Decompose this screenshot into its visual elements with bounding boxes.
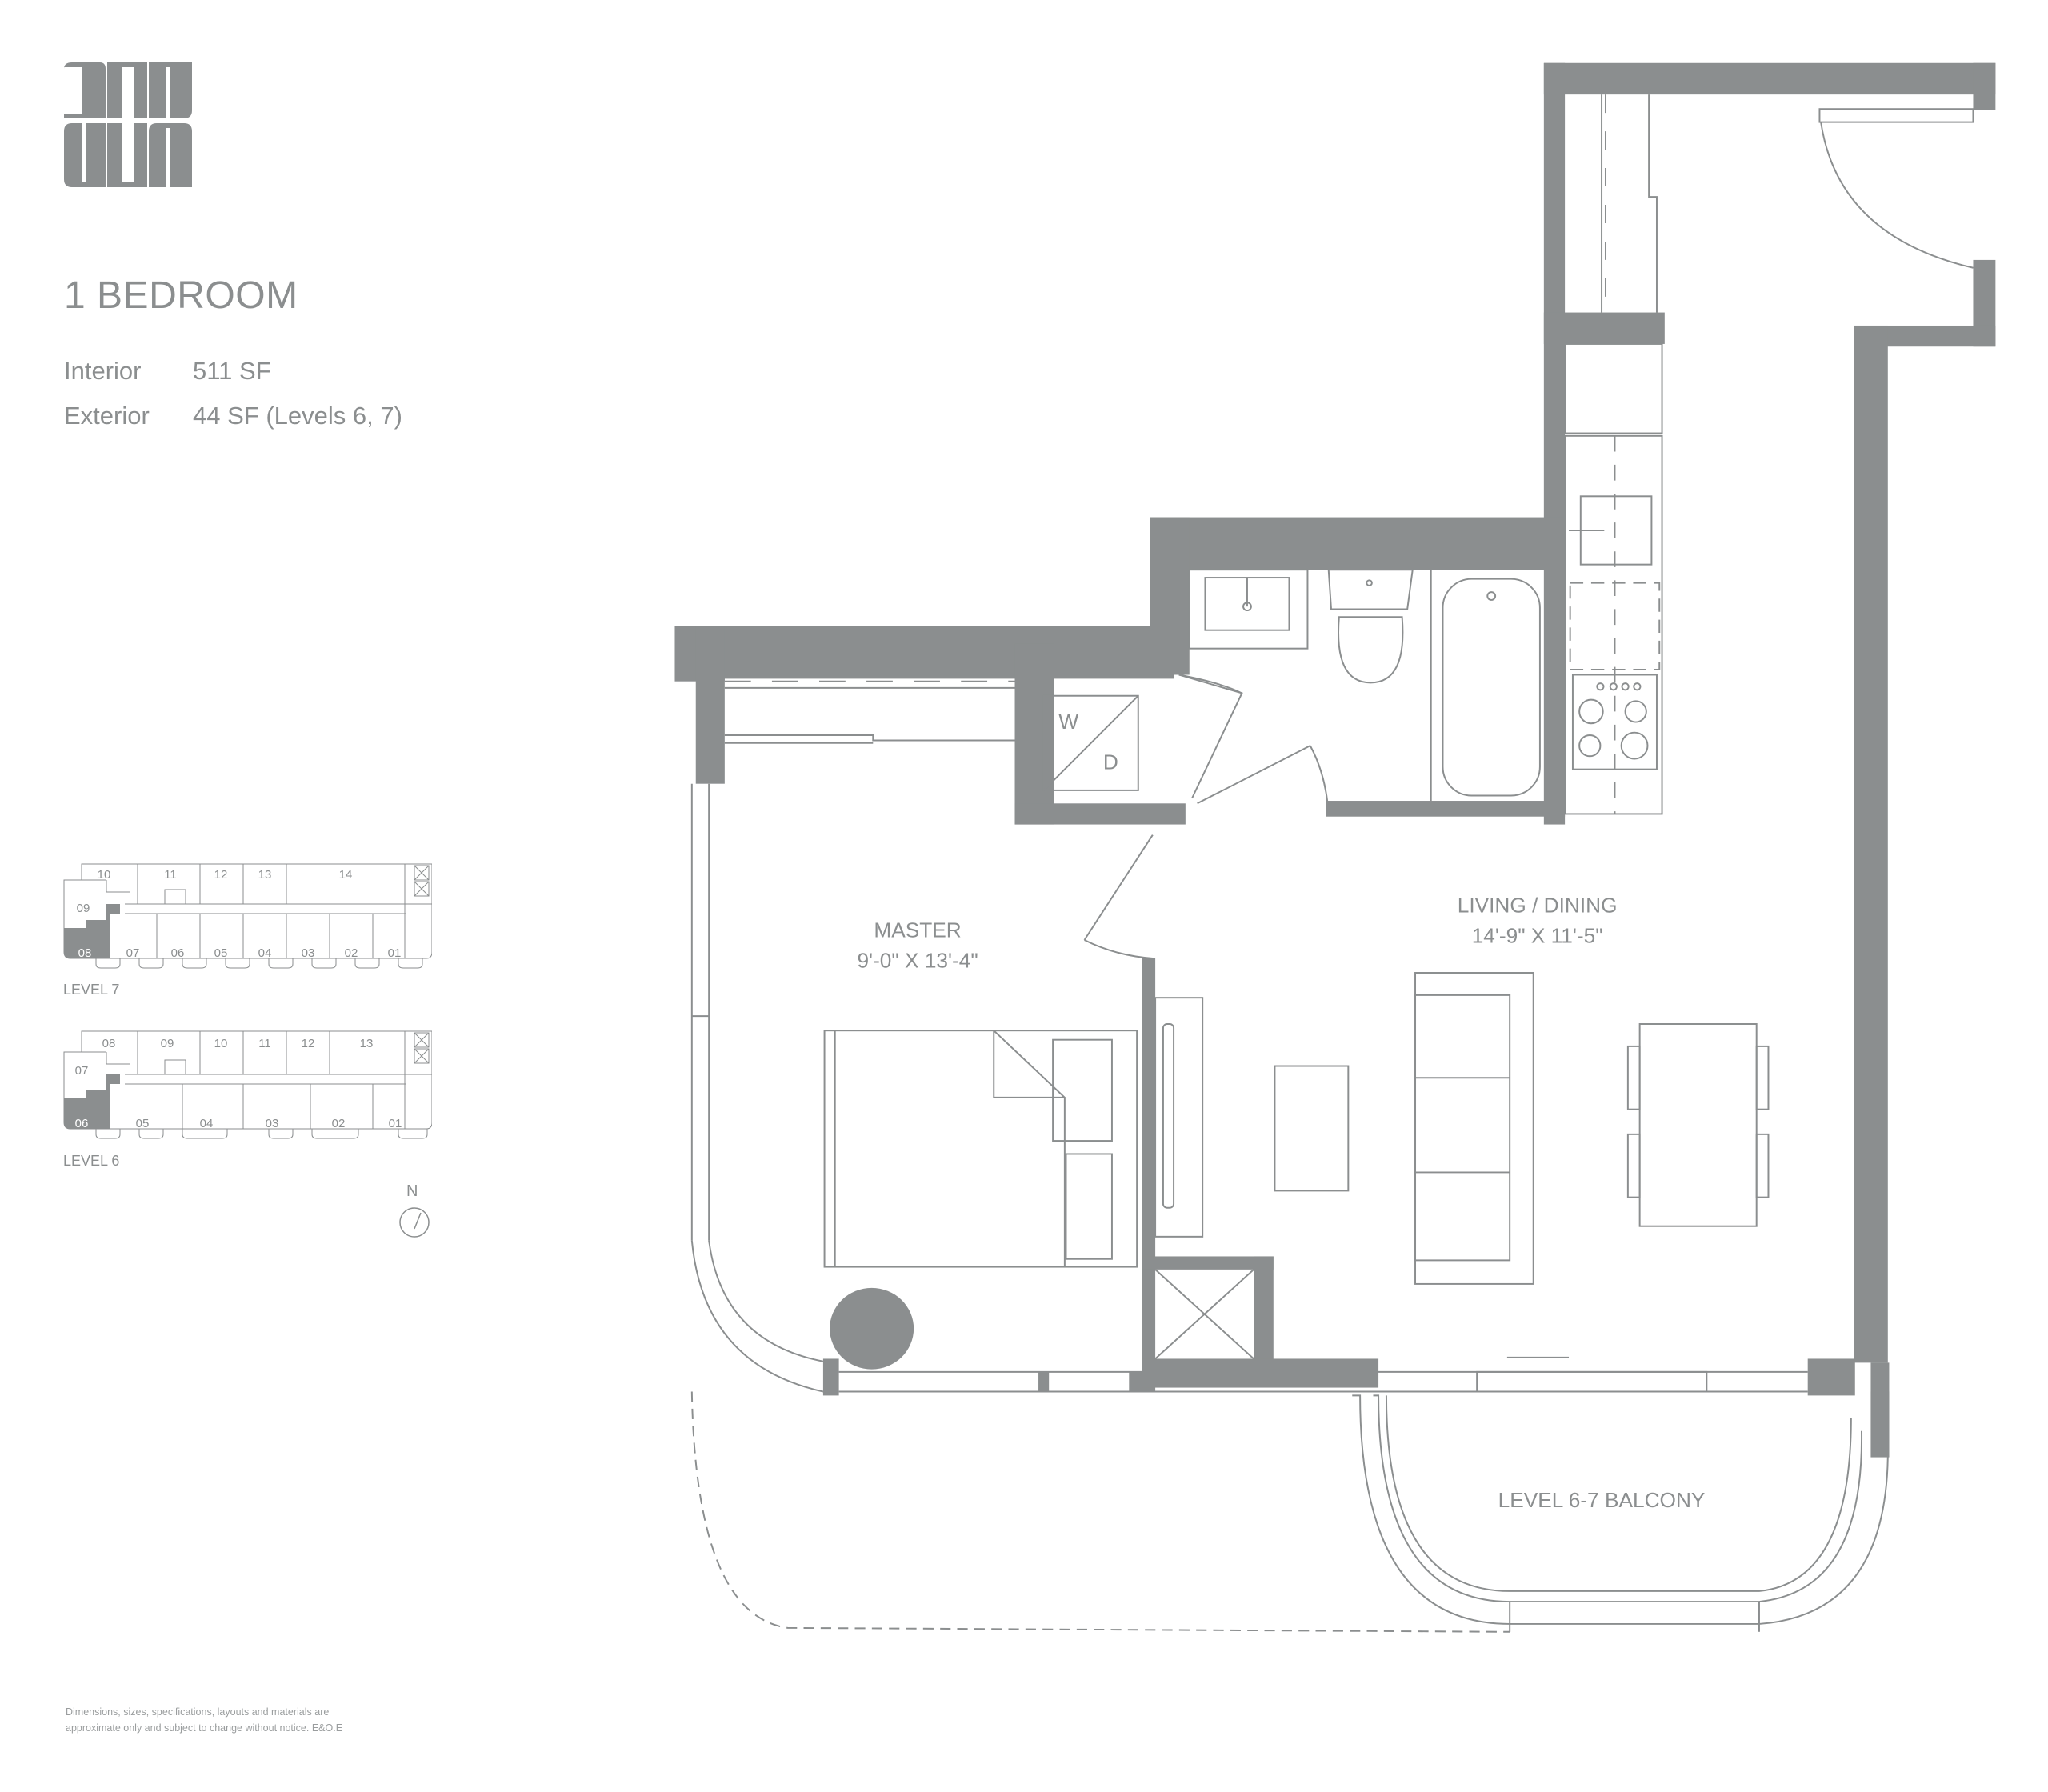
interior-value: 511 SF: [193, 357, 271, 385]
kp7-unit-09: 09: [77, 902, 90, 915]
key-plan-level-6-label: LEVEL 6: [63, 1153, 120, 1169]
kp7-unit-12: 12: [214, 868, 228, 882]
disclaimer-line-2: approximate only and subject to change w…: [66, 1722, 343, 1734]
walls: [674, 62, 1996, 1458]
kp7-unit-03: 03: [302, 946, 315, 960]
kp7-unit-02: 02: [345, 946, 358, 960]
round-table-icon: [830, 1287, 914, 1370]
dryer-label: D: [1103, 750, 1118, 774]
kp7-unit-06: 06: [171, 946, 185, 960]
disclaimer-line-1: Dimensions, sizes, specifications, layou…: [66, 1706, 330, 1718]
interior-label: Interior: [64, 357, 142, 385]
kp7-unit-11: 11: [164, 868, 177, 882]
kp6-unit-02: 02: [332, 1117, 346, 1130]
exterior-value: 44 SF (Levels 6, 7): [193, 402, 402, 430]
kp6-unit-12: 12: [302, 1037, 315, 1050]
kp7-unit-07: 07: [126, 946, 140, 960]
living-room-dimensions: 14'-9" X 11'-5": [1472, 923, 1603, 947]
kp6-unit-04: 04: [200, 1117, 214, 1130]
kp6-unit-05: 05: [136, 1117, 150, 1130]
washer-label: W: [1058, 710, 1078, 734]
key-plan-level-7: 10 11 12 13 14 09 08 07 06 05 04 03 02 0…: [63, 863, 432, 969]
kp6-unit-11: 11: [258, 1037, 271, 1050]
key-plan-level-7-label: LEVEL 7: [63, 982, 120, 998]
north-arrow-icon: [399, 1207, 430, 1238]
balcony-label: LEVEL 6-7 BALCONY: [1498, 1488, 1706, 1512]
kp7-unit-05: 05: [214, 946, 228, 960]
exterior-label: Exterior: [64, 402, 150, 430]
anx-logo: [64, 62, 192, 187]
kp6-unit-07: 07: [75, 1064, 89, 1078]
master-room-dimensions: 9'-0" X 13'-4": [857, 948, 978, 972]
kp6-unit-08: 08: [102, 1037, 116, 1050]
kp7-unit-13: 13: [258, 868, 272, 882]
exterior-area-row: Exterior 44 SF (Levels 6, 7): [64, 402, 402, 430]
kp6-unit-13: 13: [360, 1037, 374, 1050]
kp6-unit-09: 09: [161, 1037, 174, 1050]
kp6-unit-10: 10: [214, 1037, 228, 1050]
unit-type-title: 1 BEDROOM: [64, 274, 298, 317]
kp7-unit-10: 10: [98, 868, 111, 882]
key-plan-level-6: 08 09 10 11 12 13 07 06 05 04 03 02 01: [63, 1030, 432, 1139]
kp6-unit-06: 06: [75, 1117, 89, 1130]
kp7-unit-04: 04: [258, 946, 272, 960]
plan-lines: [690, 94, 1974, 1633]
kp7-unit-08: 08: [78, 946, 92, 960]
kp6-unit-01: 01: [389, 1117, 402, 1130]
living-room-name: LIVING / DINING: [1458, 894, 1618, 918]
disclaimer: Dimensions, sizes, specifications, layou…: [66, 1704, 434, 1736]
north-label: N: [406, 1182, 418, 1200]
kp6-unit-03: 03: [266, 1117, 279, 1130]
interior-area-row: Interior 511 SF: [64, 357, 271, 386]
kp7-unit-14: 14: [339, 868, 353, 882]
master-room-name: MASTER: [874, 918, 961, 942]
kp7-unit-01: 01: [388, 946, 402, 960]
